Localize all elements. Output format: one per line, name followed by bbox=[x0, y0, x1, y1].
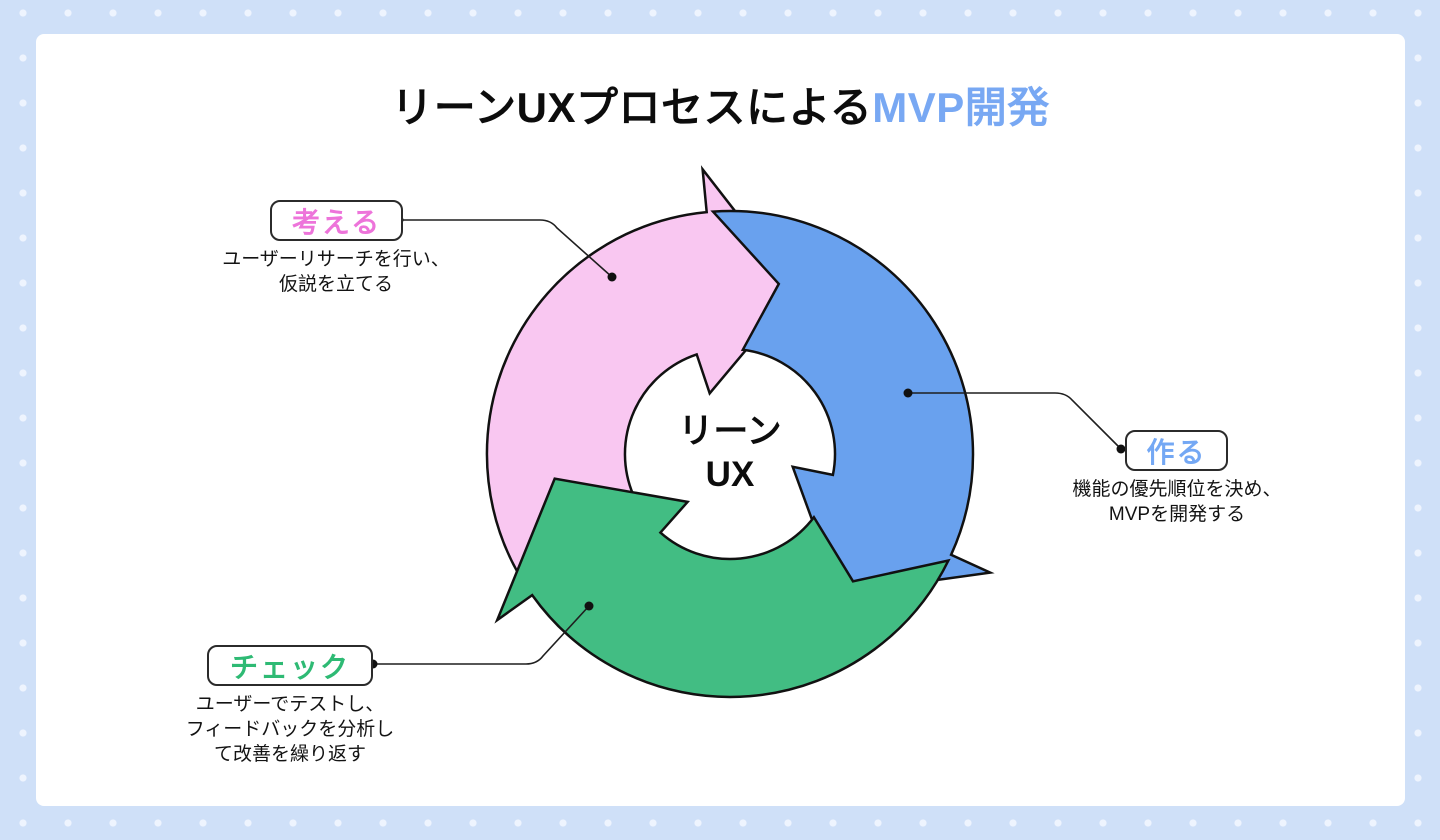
step-desc-think: ユーザーリサーチを行い、 仮説を立てる bbox=[196, 247, 476, 297]
connector-check bbox=[373, 605, 590, 665]
connector-dot-build-box bbox=[1116, 444, 1126, 454]
step-desc-build-line1: 機能の優先順位を決め、 bbox=[1072, 479, 1282, 500]
step-desc-check-line2: フィードバックを分析し bbox=[185, 719, 395, 740]
step-desc-build-line2: MVPを開発する bbox=[1108, 504, 1246, 525]
step-label-box-build: 作る bbox=[1125, 430, 1228, 471]
step-label-box-think: 考える bbox=[270, 200, 403, 241]
step-desc-think-line2: 仮説を立てる bbox=[278, 274, 393, 295]
step-label-check: チェック bbox=[229, 651, 350, 683]
page-title-main: リーンUXプロセスによる bbox=[391, 84, 873, 131]
connector-dot-think-arrow bbox=[607, 272, 617, 282]
step-label-think: 考える bbox=[291, 206, 382, 238]
connector-dot-check-arrow bbox=[584, 601, 594, 611]
center-label-line2: UX bbox=[705, 455, 755, 494]
cycle-arrow-build bbox=[710, 209, 995, 595]
step-desc-think-line1: ユーザーリサーチを行い、 bbox=[222, 249, 450, 270]
cycle-arrow-check bbox=[494, 477, 951, 699]
step-desc-build: 機能の優先順位を決め、 MVPを開発する bbox=[1037, 477, 1317, 527]
connector-think bbox=[399, 219, 613, 278]
step-desc-check-line1: ユーザーでテストし、 bbox=[195, 694, 385, 715]
step-desc-check-line3: て改善を繰り返す bbox=[213, 744, 366, 765]
step-desc-check: ユーザーでテストし、 フィードバックを分析し て改善を繰り返す bbox=[150, 692, 430, 767]
step-label-box-check: チェック bbox=[207, 645, 373, 686]
connector-dot-build-arrow bbox=[903, 388, 913, 398]
page-title-accent: MVP開発 bbox=[872, 84, 1050, 131]
page-title: リーンUXプロセスによるMVP開発 bbox=[36, 74, 1405, 135]
connector-build bbox=[908, 392, 1122, 450]
center-label: リーン UX bbox=[678, 410, 781, 496]
step-label-build: 作る bbox=[1146, 436, 1207, 468]
center-label-line1: リーン bbox=[678, 412, 782, 451]
